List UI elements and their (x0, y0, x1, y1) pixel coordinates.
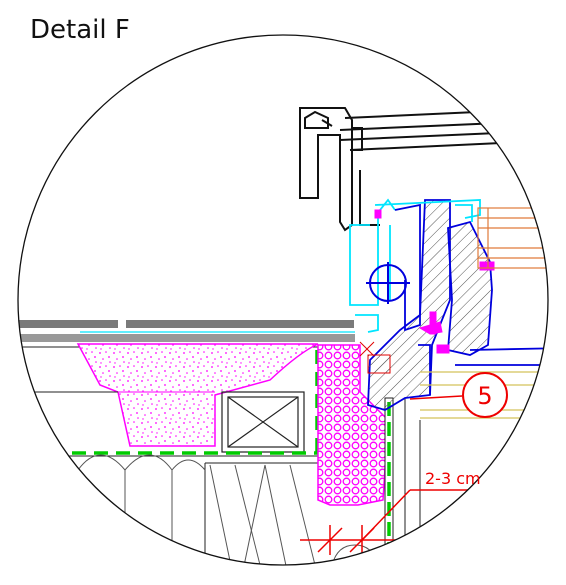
timber-batten (221, 391, 305, 453)
dimension-lines (300, 489, 505, 555)
red-marker (359, 341, 375, 357)
callout-leader (409, 395, 463, 400)
mineral-wool (77, 454, 321, 565)
lower-coils (329, 544, 381, 565)
glazing (477, 207, 548, 269)
roof-membrane (18, 320, 355, 348)
drainage-symbol (366, 262, 410, 304)
gaskets (374, 209, 495, 354)
detail-title: Detail F (30, 15, 130, 45)
callout-5: 5 (462, 372, 508, 418)
detail-content (18, 107, 548, 565)
facade-membrane (384, 397, 421, 565)
honeycomb-insulation (317, 344, 389, 506)
callout-number: 5 (477, 382, 492, 410)
detail-circle (17, 34, 549, 566)
dimension-label: 2-3 cm (425, 469, 481, 488)
vapour-barrier (50, 350, 319, 455)
speckled-insulation (76, 343, 319, 447)
